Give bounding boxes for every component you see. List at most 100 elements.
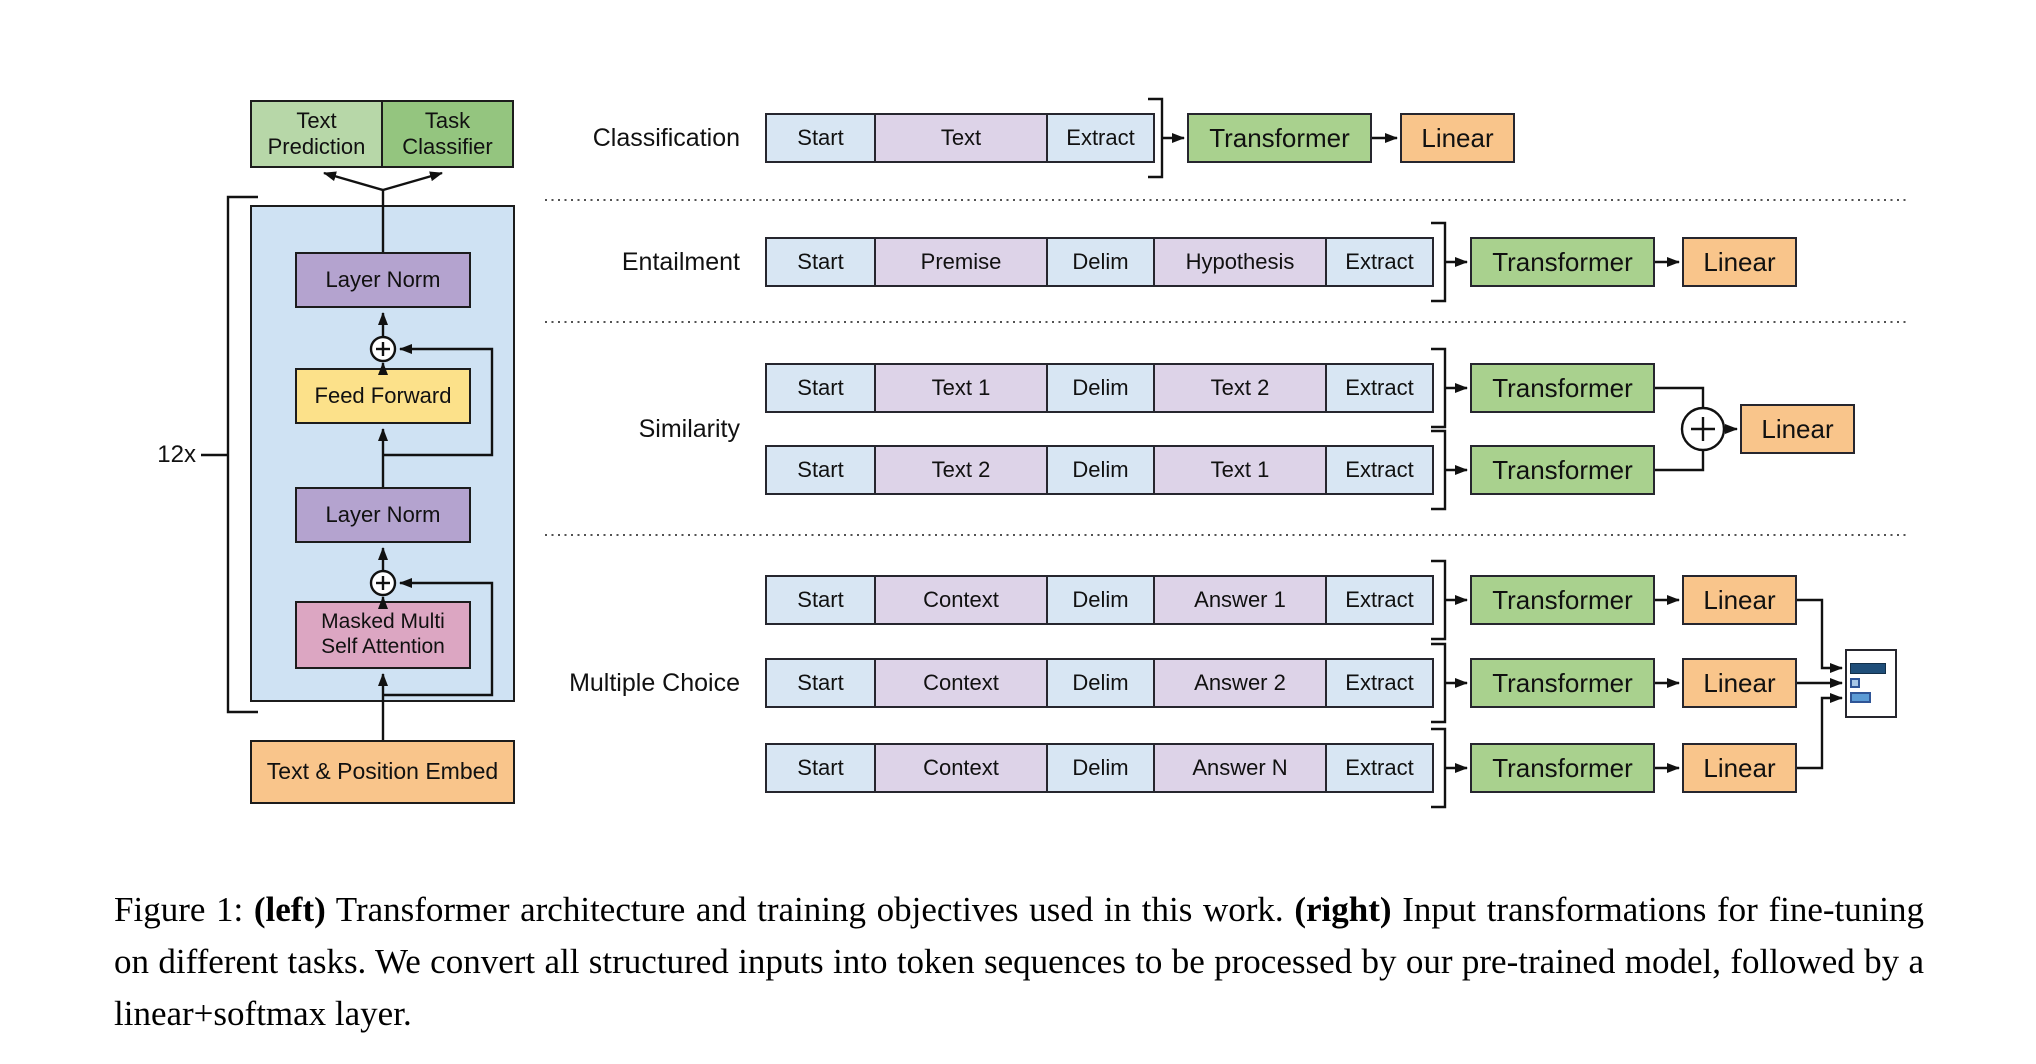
- transformer-label: Transformer: [1492, 372, 1633, 403]
- token-cell-premise: Premise: [874, 239, 1046, 285]
- transformer-label: Transformer: [1492, 584, 1633, 615]
- transformer-box-mc-1: Transformer: [1470, 575, 1655, 625]
- softmax-score-chart-icon: [1845, 649, 1897, 718]
- linear-box-entailment: Linear: [1682, 237, 1797, 287]
- transformer-label: Transformer: [1209, 122, 1350, 153]
- token-cell-extract: Extract: [1325, 745, 1432, 791]
- token-bar-classification: Start Text Extract: [765, 113, 1155, 163]
- token-bar-similarity-2: Start Text 2 Delim Text 1 Extract: [765, 445, 1434, 495]
- token-cell-delim: Delim: [1046, 745, 1153, 791]
- text-prediction-box: Text Prediction: [250, 100, 383, 168]
- token-cell-text1: Text 1: [874, 365, 1046, 411]
- layer-norm-bottom-box: Layer Norm: [295, 487, 471, 543]
- score-bar-large: [1850, 663, 1886, 674]
- token-cell-extract: Extract: [1325, 660, 1432, 706]
- token-cell-text: Text: [874, 115, 1046, 161]
- caption-text: Transformer architecture and training ob…: [325, 890, 1295, 929]
- caption-text: Input transformations for fine-tuning on…: [114, 890, 1924, 1033]
- linear-label: Linear: [1421, 122, 1494, 153]
- token-cell-context: Context: [874, 660, 1046, 706]
- score-bar-small: [1850, 678, 1860, 688]
- layer-norm-top-label: Layer Norm: [325, 267, 441, 293]
- token-cell-start: Start: [767, 239, 874, 285]
- line-linear3-to-chart: [1797, 693, 1843, 770]
- linear-label: Linear: [1703, 246, 1776, 277]
- embedding-box: Text & Position Embed: [250, 740, 515, 804]
- figure-caption: Figure 1: (left) Transformer architectur…: [114, 884, 1924, 1040]
- token-cell-start: Start: [767, 660, 874, 706]
- token-cell-text2: Text 2: [874, 447, 1046, 493]
- token-cell-answer1: Answer 1: [1153, 577, 1325, 623]
- token-cell-text2: Text 2: [1153, 365, 1325, 411]
- token-cell-answerN: Answer N: [1153, 745, 1325, 791]
- transformer-label: Transformer: [1492, 667, 1633, 698]
- linear-box-similarity: Linear: [1740, 404, 1855, 454]
- arrow-to-text-prediction: [323, 171, 384, 192]
- token-cell-delim: Delim: [1046, 239, 1153, 285]
- caption-right-tag: (right): [1294, 890, 1392, 929]
- text-prediction-label-line2: Prediction: [267, 134, 366, 159]
- transformer-box-similarity-1: Transformer: [1470, 363, 1655, 413]
- token-cell-delim: Delim: [1046, 365, 1153, 411]
- repeat-count-label: 12x: [157, 441, 196, 468]
- masked-attention-label-line2: Self Attention: [321, 635, 445, 658]
- layer-norm-bottom-label: Layer Norm: [325, 502, 441, 528]
- linear-label: Linear: [1703, 584, 1776, 615]
- transformer-label: Transformer: [1492, 454, 1633, 485]
- caption-left-tag: (left): [253, 890, 326, 929]
- feed-forward-label: Feed Forward: [314, 383, 452, 409]
- token-bar-multiple-choice-3: Start Context Delim Answer N Extract: [765, 743, 1434, 793]
- transformer-box-classification: Transformer: [1187, 113, 1372, 163]
- transformer-box-mc-3: Transformer: [1470, 743, 1655, 793]
- transformer-box-mc-2: Transformer: [1470, 658, 1655, 708]
- arrow-to-task-classifier: [382, 171, 443, 192]
- linear-label: Linear: [1761, 413, 1834, 444]
- merge-line-top: [1655, 386, 1705, 408]
- token-cell-start: Start: [767, 745, 874, 791]
- merge-add-circle: [1680, 406, 1726, 452]
- token-cell-answer2: Answer 2: [1153, 660, 1325, 706]
- layer-norm-top-box: Layer Norm: [295, 252, 471, 308]
- token-cell-start: Start: [767, 447, 874, 493]
- embedding-label: Text & Position Embed: [266, 758, 499, 785]
- token-cell-extract: Extract: [1325, 239, 1432, 285]
- token-cell-context: Context: [874, 745, 1046, 791]
- merge-line-bottom: [1655, 450, 1705, 472]
- transformer-box-entailment: Transformer: [1470, 237, 1655, 287]
- transformer-label: Transformer: [1492, 246, 1633, 277]
- linear-label: Linear: [1703, 752, 1776, 783]
- caption-text: Figure 1:: [114, 890, 254, 929]
- token-bar-multiple-choice-1: Start Context Delim Answer 1 Extract: [765, 575, 1434, 625]
- token-bar-multiple-choice-2: Start Context Delim Answer 2 Extract: [765, 658, 1434, 708]
- token-cell-delim: Delim: [1046, 447, 1153, 493]
- linear-box-mc-2: Linear: [1682, 658, 1797, 708]
- token-bar-similarity-1: Start Text 1 Delim Text 2 Extract: [765, 363, 1434, 413]
- token-cell-hypothesis: Hypothesis: [1153, 239, 1325, 285]
- token-cell-start: Start: [767, 365, 874, 411]
- task-label-classification: Classification: [592, 124, 740, 152]
- masked-attention-label-line1: Masked Multi: [321, 610, 445, 634]
- task-classifier-label-line2: Classifier: [402, 134, 493, 159]
- transformer-box-similarity-2: Transformer: [1470, 445, 1655, 495]
- linear-label: Linear: [1703, 667, 1776, 698]
- token-cell-text1: Text 1: [1153, 447, 1325, 493]
- task-classifier-box: Task Classifier: [381, 100, 514, 168]
- token-cell-extract: Extract: [1325, 365, 1432, 411]
- task-label-multiple-choice: Multiple Choice: [569, 669, 740, 697]
- task-label-entailment: Entailment: [621, 248, 740, 276]
- transformer-label: Transformer: [1492, 752, 1633, 783]
- score-bar-medium: [1850, 692, 1871, 703]
- token-cell-extract: Extract: [1325, 577, 1432, 623]
- task-classifier-label-line1: Task: [424, 108, 471, 134]
- line-linear1-to-chart: [1797, 598, 1843, 673]
- token-cell-extract: Extract: [1325, 447, 1432, 493]
- text-prediction-label-line1: Text: [296, 108, 337, 134]
- token-cell-start: Start: [767, 115, 874, 161]
- linear-box-classification: Linear: [1400, 113, 1515, 163]
- token-cell-delim: Delim: [1046, 660, 1153, 706]
- token-bar-entailment: Start Premise Delim Hypothesis Extract: [765, 237, 1434, 287]
- token-cell-context: Context: [874, 577, 1046, 623]
- token-cell-start: Start: [767, 577, 874, 623]
- token-cell-delim: Delim: [1046, 577, 1153, 623]
